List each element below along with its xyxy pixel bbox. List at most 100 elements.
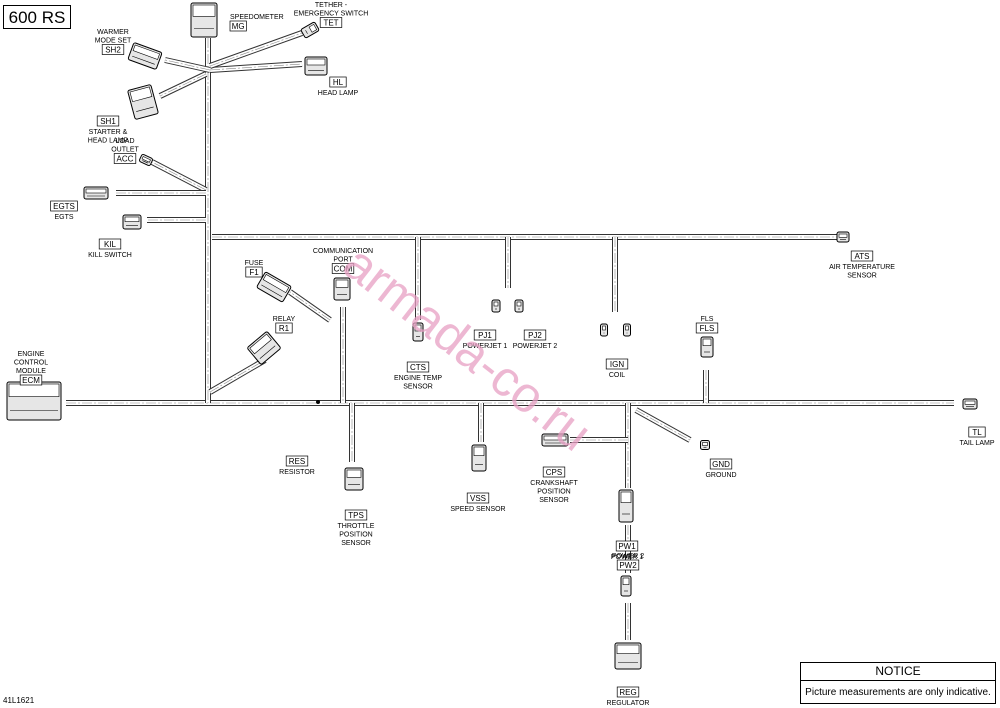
model-title: 600 RS	[3, 5, 71, 29]
ign-code: IGN	[610, 360, 624, 369]
ats-label-line: SENSOR	[847, 273, 877, 280]
kil-label-line: KILL SWITCH	[88, 252, 132, 259]
com-label-line: COMMUNICATION	[313, 248, 373, 255]
tet-label-line: TETHER -	[315, 2, 348, 9]
com-label-line: PORT	[333, 257, 353, 264]
ign-code-box	[605, 358, 629, 370]
ats-code-box	[850, 250, 874, 262]
power2-connector	[620, 575, 632, 597]
pj2-label-line: POWERJET 2	[513, 343, 558, 350]
resistor-splice	[316, 400, 320, 404]
starter-switch-connector	[127, 84, 159, 120]
tet-code: TET	[323, 19, 338, 28]
f1-code-box	[245, 266, 263, 278]
cps-label-line: SENSOR	[539, 497, 569, 504]
cps-label-line: CRANKSHAFT	[530, 480, 578, 487]
gnd-code-box	[709, 458, 733, 470]
coil-connector-left	[600, 323, 608, 337]
hl-label-line: HEAD LAMP	[318, 90, 359, 97]
gnd-branch	[634, 407, 692, 443]
acc-code: ACC	[117, 155, 134, 164]
pj2-code: PJ2	[528, 331, 542, 340]
cps-code: CPS	[546, 468, 562, 477]
hl-code-box	[329, 76, 347, 88]
gnd-label-line: GROUND	[705, 472, 736, 479]
reg-code: REG	[619, 688, 636, 697]
tps-label-line: SENSOR	[341, 540, 371, 547]
pw2-label-line: POWER 2	[612, 553, 644, 560]
regulator-connector	[614, 642, 642, 670]
powerjet1-connector	[491, 299, 501, 313]
acc-code-box	[113, 153, 137, 164]
tl-code: TL	[972, 428, 982, 437]
pw2-code-box	[616, 559, 640, 571]
relay-branch	[208, 357, 267, 395]
f1-code: F1	[249, 268, 259, 277]
ground-terminal	[700, 440, 710, 450]
tl-label-line: TAIL LAMP	[959, 440, 994, 447]
load-outlet-connector	[139, 153, 153, 167]
notice-title: NOTICE	[801, 663, 995, 681]
speedometer-connector	[190, 2, 218, 38]
mg-code: MG	[232, 22, 245, 31]
notice-text: Picture measurements are only indicative…	[805, 687, 991, 698]
egts-label-line: EGTS	[54, 214, 73, 221]
cts-code-box	[406, 361, 430, 373]
tps-label-line: POSITION	[339, 532, 372, 539]
tps-code-box	[344, 509, 368, 521]
notice-box: NOTICE Picture measurements are only ind…	[800, 662, 996, 704]
tet-label-line: EMERGENCY SWITCH	[294, 11, 369, 18]
kil-code: KIL	[104, 240, 117, 249]
tether-connector	[300, 21, 320, 39]
vss-label-line: SPEED SENSOR	[450, 506, 505, 513]
kil-code-box	[98, 238, 122, 250]
tl-label: TL TAIL LAMP	[959, 426, 995, 447]
sh2-code: SH2	[105, 46, 121, 55]
warmer-mode-connector	[127, 42, 163, 70]
tail-lamp-connector	[962, 398, 978, 410]
f1-label-line: FUSE	[245, 260, 264, 267]
powerjet2-connector	[514, 299, 524, 313]
ecm-label-line: MODULE	[16, 368, 46, 375]
watermark: armada-co.ru	[333, 235, 602, 462]
r1-code: R1	[279, 324, 290, 333]
tl-code-box	[968, 426, 986, 438]
acc-label-line: LOAD	[115, 138, 134, 145]
pj1-code-box	[473, 329, 497, 341]
pj2-code-box	[523, 329, 547, 341]
pw1-code-box	[615, 540, 639, 552]
ats-code: ATS	[855, 252, 870, 261]
res-code: RES	[289, 457, 305, 466]
mg-code-box	[229, 20, 247, 32]
pw1-code: PW1	[618, 542, 636, 551]
com-port-connector	[333, 277, 351, 301]
egts-connector	[83, 186, 109, 200]
fls-connector	[700, 336, 714, 358]
engine-temp-connector	[412, 322, 424, 342]
fls-code: FLS	[700, 324, 715, 333]
cts-code: CTS	[410, 363, 426, 372]
sh1-code-box	[96, 115, 120, 127]
fuse-connector	[256, 271, 292, 303]
cps-label-line: POSITION	[537, 489, 570, 496]
com-code: COM	[334, 265, 353, 274]
